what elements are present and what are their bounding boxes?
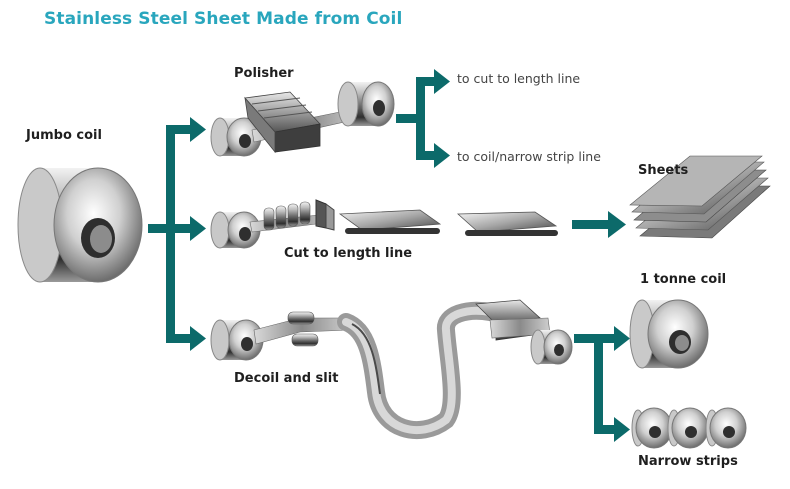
arrow-to-sheets	[572, 211, 626, 238]
polisher-label: Polisher	[234, 66, 294, 81]
jumbo-coil-icon	[17, 167, 143, 283]
cut-to-length-line-label: Cut to length line	[284, 246, 413, 261]
polisher-line-icon	[210, 81, 395, 157]
to-cut-to-length-label: to cut to length line	[457, 71, 581, 86]
one-tonne-coil-label: 1 tonne coil	[640, 272, 727, 287]
decoil-split-arrow	[574, 326, 630, 442]
one-tonne-coil-icon	[629, 299, 709, 369]
decoil-and-slit-label: Decoil and slit	[234, 371, 339, 386]
sheets-stack-icon	[629, 155, 771, 239]
diagram-title: Stainless Steel Sheet Made from Coil	[44, 9, 403, 29]
decoil-and-slit-line-icon	[210, 299, 573, 440]
polisher-split-arrow	[396, 69, 450, 168]
sheets-label: Sheets	[638, 163, 689, 178]
cut-to-length-line-icon	[210, 199, 558, 249]
split-arrow-main	[148, 117, 206, 351]
narrow-strips-icon	[631, 407, 747, 449]
jumbo-coil-label: Jumbo coil	[26, 128, 102, 143]
to-coil-narrow-strip-label: to coil/narrow strip line	[457, 149, 601, 164]
narrow-strips-label: Narrow strips	[638, 454, 738, 469]
